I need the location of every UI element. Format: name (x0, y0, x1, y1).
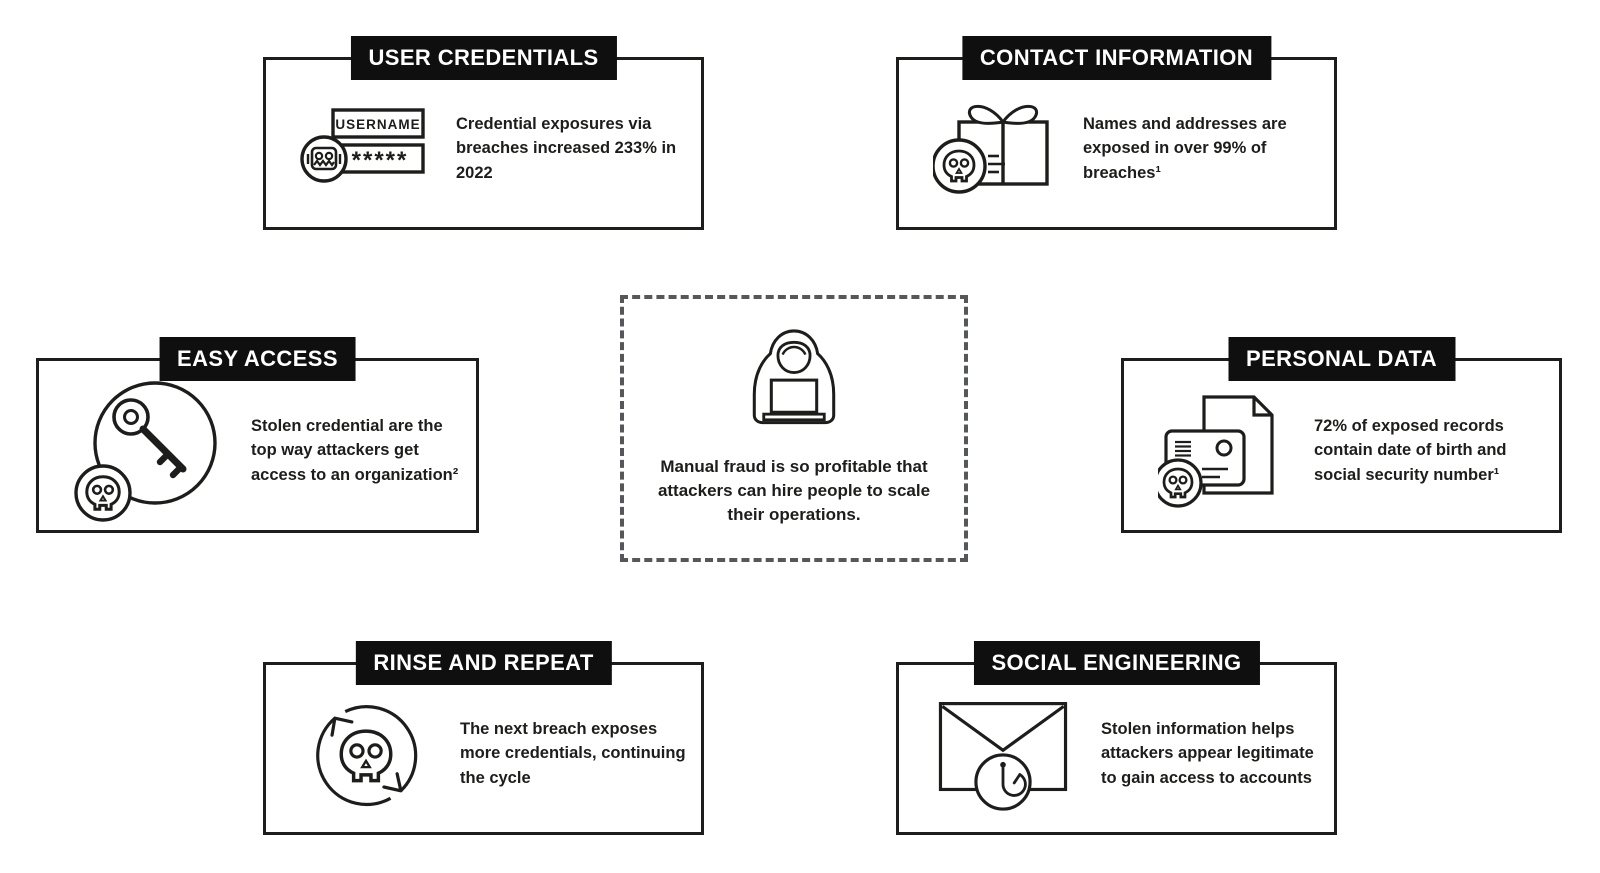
card-content: USERNAME ***** Credential exposures via … (266, 60, 701, 227)
username-field-label: USERNAME (335, 117, 420, 132)
card-body-social-engineering: Stolen information helps attackers appea… (1101, 720, 1314, 787)
envelope-fishhook-icon-svg (938, 701, 1068, 811)
card-content: The next breach exposes more credentials… (266, 665, 701, 832)
card-title-user-credentials: USER CREDENTIALS (350, 36, 617, 81)
card-body-rinse-and-repeat: The next breach exposes more credentials… (460, 720, 686, 787)
hooded-attacker-laptop-icon (742, 325, 846, 439)
center-panel-body: Manual fraud is so profitable that attac… (657, 457, 931, 525)
card-title-rinse-and-repeat: RINSE AND REPEAT (355, 641, 612, 686)
card-title-personal-data: PERSONAL DATA (1228, 337, 1455, 382)
card-content: 72% of exposed records contain date of b… (1124, 361, 1559, 530)
card-body-user-credentials: Credential exposures via breaches increa… (456, 115, 677, 182)
card-easy-access: EASY ACCESS (36, 337, 479, 533)
card-body-personal-data: 72% of exposed records contain date of b… (1314, 417, 1507, 484)
card-social-engineering: SOCIAL ENGINEERING Stolen information he… (896, 641, 1337, 835)
card-contact-information: CONTACT INFORMATION (896, 36, 1337, 230)
password-field-label: ***** (352, 147, 409, 174)
id-card-document-skull-icon-svg (1158, 394, 1274, 508)
card-content: Names and addresses are exposed in over … (899, 60, 1334, 227)
card-body-contact-information: Names and addresses are exposed in over … (1083, 115, 1287, 182)
center-panel-manual-fraud: Manual fraud is so profitable that attac… (620, 295, 968, 562)
key-skull-icon (73, 377, 223, 525)
card-body-easy-access: Stolen credential are the top way attack… (251, 417, 459, 484)
credential-fields-skull-icon: USERNAME ***** (300, 105, 428, 193)
card-title-contact-information: CONTACT INFORMATION (961, 36, 1272, 81)
key-skull-icon-svg (74, 380, 217, 522)
skull-recycle-arrows-icon (300, 688, 432, 820)
card-title-easy-access: EASY ACCESS (159, 337, 356, 382)
card-content: Stolen information helps attackers appea… (899, 665, 1334, 832)
skull-recycle-arrows-icon-svg (316, 704, 418, 806)
card-rinse-and-repeat: RINSE AND REPEAT The next breach expose (263, 641, 704, 835)
gift-skull-icon (933, 98, 1055, 200)
hooded-attacker-laptop-icon-svg (752, 329, 836, 425)
card-user-credentials: USER CREDENTIALS USERNAME ***** Creden (263, 36, 704, 230)
card-content: Stolen credential are the top way attack… (39, 361, 476, 530)
gift-skull-icon-svg (933, 104, 1049, 194)
card-title-social-engineering: SOCIAL ENGINEERING (973, 641, 1260, 686)
card-personal-data: PERSONAL DATA (1121, 337, 1562, 533)
envelope-fishhook-icon (933, 695, 1073, 813)
credential-fields-skull-icon-svg: USERNAME ***** (300, 107, 425, 183)
id-card-document-skull-icon (1158, 391, 1286, 511)
